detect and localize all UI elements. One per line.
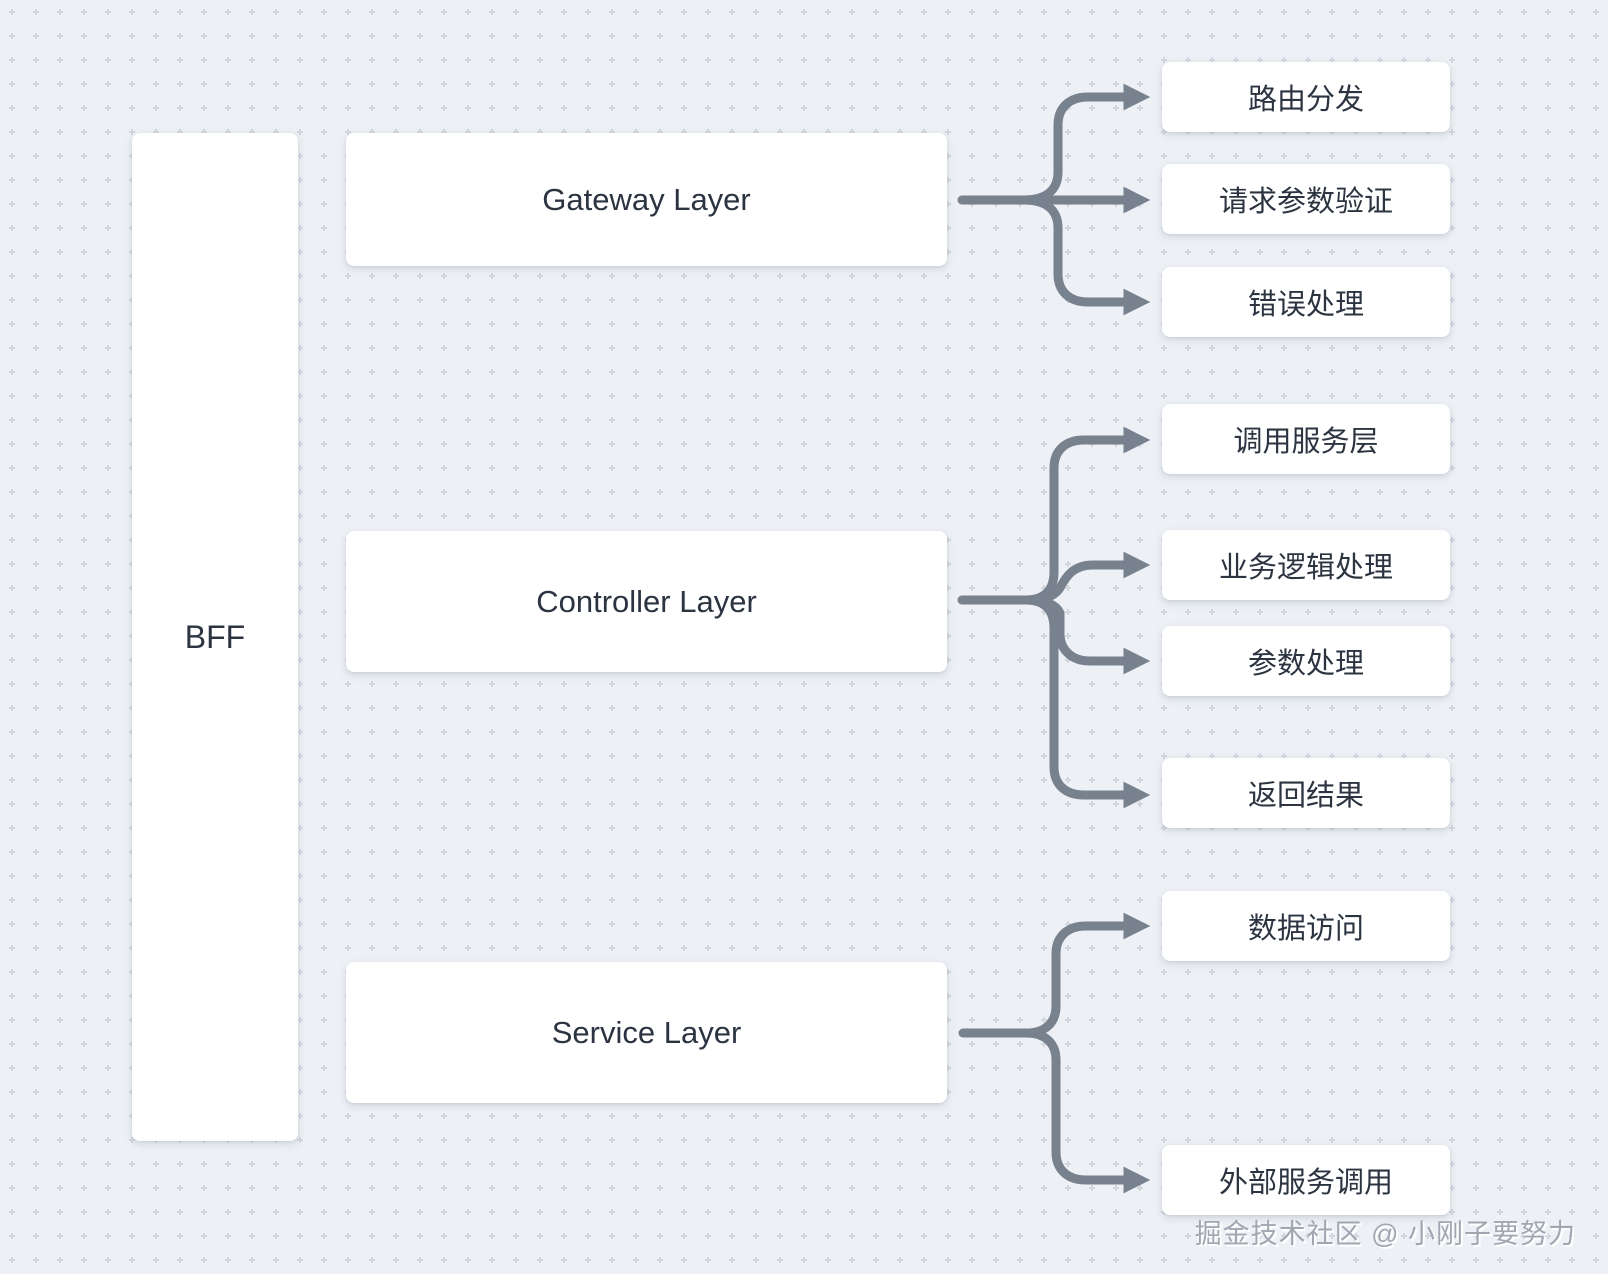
layer-label-gateway: Gateway Layer [542, 181, 751, 217]
node-route-dispatch: 路由分发 [1162, 62, 1450, 132]
bff-root-box: BFF [132, 133, 298, 1141]
node-external-service-call: 外部服务调用 [1162, 1145, 1450, 1215]
connector-controller-return-result [1021, 595, 1151, 809]
node-label: 业务逻辑处理 [1218, 552, 1393, 584]
node-label: 错误处理 [1247, 289, 1364, 321]
connector-service-data-access [1021, 912, 1151, 1038]
connector-service-external-call [1021, 1028, 1151, 1194]
node-label: 路由分发 [1247, 84, 1364, 116]
node-label: 返回结果 [1247, 780, 1364, 812]
bff-root-label: BFF [184, 618, 246, 655]
node-data-access: 数据访问 [1162, 891, 1450, 961]
layer-box-service: Service Layer [346, 962, 947, 1103]
node-error-handling: 错误处理 [1162, 267, 1450, 337]
layer-box-gateway: Gateway Layer [346, 133, 947, 266]
node-label: 数据访问 [1247, 913, 1364, 945]
connector-gateway-error-handling [1019, 195, 1151, 316]
layer-label-controller: Controller Layer [536, 583, 757, 619]
node-request-param-validation: 请求参数验证 [1162, 164, 1450, 234]
node-label: 外部服务调用 [1218, 1167, 1393, 1199]
node-business-logic: 业务逻辑处理 [1162, 530, 1450, 600]
node-label: 调用服务层 [1233, 426, 1379, 458]
node-label: 请求参数验证 [1218, 186, 1393, 218]
layer-box-controller: Controller Layer [346, 531, 947, 672]
node-return-result: 返回结果 [1162, 758, 1450, 828]
node-label: 参数处理 [1247, 648, 1364, 680]
watermark-text: 掘金技术社区 @ 小刚子要努力 [1194, 1219, 1576, 1249]
node-param-handling: 参数处理 [1162, 626, 1450, 696]
layer-label-service: Service Layer [551, 1014, 742, 1050]
node-call-service-layer: 调用服务层 [1162, 404, 1450, 474]
